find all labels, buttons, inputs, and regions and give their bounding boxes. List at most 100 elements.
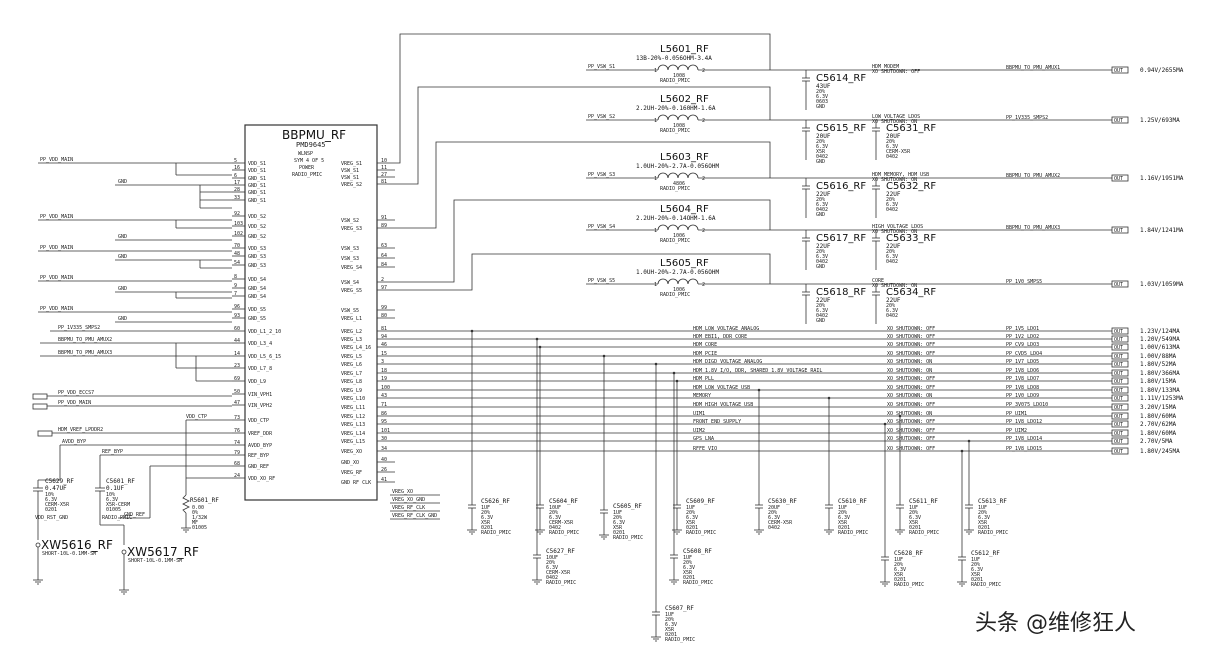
inductor-group: RADIO_PMIC <box>660 186 690 192</box>
net-vdd-main-s1: PP_VDD_MAIN <box>40 157 73 163</box>
net-avdd-byp: AVDD_BYP <box>62 439 86 445</box>
bottom-cap-line: 20% <box>768 510 777 516</box>
smps-section: L5601_RF13B-20%-0.056OHM-3.4A1008RADIO_P… <box>395 33 1184 324</box>
net-gnd-s1: GND <box>118 179 127 185</box>
out-cap-desc: CERM-X5R <box>886 149 911 155</box>
right-pin-name: VREG_L3 <box>341 337 362 343</box>
smps-out-flag: OUT <box>1114 228 1123 234</box>
bottom-cap-line: CERM-X5R <box>549 520 574 526</box>
bottom-cap-line: 1UF <box>613 510 622 516</box>
out-cap-desc: 6.3V <box>886 202 898 208</box>
out-cap-ref: C5634_RF <box>886 287 936 298</box>
ldo-out-flag: OUT <box>1114 422 1123 428</box>
left-pin-num: 33 <box>234 195 240 201</box>
smps-rail-desc: CORE <box>872 278 884 284</box>
right-pin-name: VREG_XO <box>341 449 362 455</box>
smps-rail-value: 1.84V/1241MA <box>1140 227 1184 234</box>
inductor-ref: L5601_RF <box>660 44 709 55</box>
bottom-cap-line: 0201 <box>686 525 698 531</box>
ldo-rail-net: PP_1V5_LDO1 <box>1006 326 1039 332</box>
ldo-rail-desc: MEMORY <box>693 393 711 399</box>
bottom-cap-group: RADIO_PMIC <box>613 535 643 541</box>
inductor-pin2: 2 <box>702 282 705 288</box>
ldo-rail-desc: HDM EBI1, DDR CORE <box>693 334 747 340</box>
bottom-cap-line: 6.3V <box>665 622 677 628</box>
ldo-rail-net: PP_1V8_LDO8 <box>1006 385 1039 391</box>
right-pin-num: 80 <box>381 313 387 319</box>
inductor-pin2: 2 <box>702 176 705 182</box>
right-pin-num: 34 <box>381 446 387 452</box>
left-pin-num: 9 <box>234 283 237 289</box>
ldo-out-flag: OUT <box>1114 354 1123 360</box>
right-pin-name: VREG_L1 <box>341 316 362 322</box>
bottom-cap-line: 0201 <box>481 525 493 531</box>
left-pin-name: VDD_L3_4 <box>248 341 272 347</box>
ldo-rail-desc: FRONT END SUPPLY <box>693 419 741 425</box>
left-pin-name: VDD_S3 <box>248 246 266 252</box>
left-pin-num: 93 <box>234 313 240 319</box>
ldo-rail-desc: HDM LOW VOLTAGE USB <box>693 385 750 391</box>
ldo-rail-value: 1.23V/124MA <box>1140 328 1180 335</box>
left-pin-num: 16 <box>234 165 240 171</box>
left-pin-num: 8 <box>234 274 237 280</box>
bottom-cap-line: 6.3V <box>768 515 780 521</box>
bottom-cap-line: 20% <box>894 562 903 568</box>
bottom-cap-line: 6.3V <box>686 515 698 521</box>
ldo-rail-note: XO SHUTDOWN: OFF <box>887 334 935 340</box>
c5629-l4: 0201 <box>45 507 57 513</box>
ldo-rail-note: XO SHUTDOWN: ON <box>887 411 932 417</box>
out-cap-ref: C5618_RF <box>816 287 866 298</box>
smps-rail-desc: HDM MODEM <box>872 64 899 70</box>
inductor-pin1: 1 <box>654 68 657 74</box>
right-pin-num: 27 <box>381 172 387 178</box>
bottom-cap-group: RADIO_PMIC <box>549 530 579 536</box>
out-cap-desc: GND <box>816 264 825 270</box>
ldo-rail-value: 1.80V/52MA <box>1140 361 1177 368</box>
out-cap-val: 43UF <box>816 83 831 90</box>
bottom-cap-ref: C5604_RF <box>549 498 578 505</box>
inductor-ref: L5603_RF <box>660 152 709 163</box>
right-pin-name: VSW_S4 <box>341 280 359 286</box>
left-pin-name: GND_S2 <box>248 234 266 240</box>
right-pin-num: 11 <box>381 165 387 171</box>
bottom-cap-line: 1UF <box>686 505 695 511</box>
smps-out-flag: OUT <box>1114 176 1123 182</box>
left-pin-num: 96 <box>234 304 240 310</box>
r5601-l3: MF <box>192 520 198 526</box>
right-pin-num: 46 <box>381 342 387 348</box>
bottom-cap-line: 20% <box>978 510 987 516</box>
right-pin-name: VREG_L7 <box>341 371 362 377</box>
smps-rail-note: XO SHUTDOWN: OFF <box>872 69 920 75</box>
smps-rail-note: XO SHUTDOWN: ON <box>872 283 917 289</box>
left-pin-name: GND_S3 <box>248 254 266 260</box>
net-vdd-main-s5: PP_VDD_MAIN <box>40 306 73 312</box>
right-pin-num: 95 <box>381 419 387 425</box>
bottom-cap-line: 20% <box>665 617 674 623</box>
left-pin-name: VIN_VPH1 <box>248 392 272 398</box>
bottom-cap-ref: C5626_RF <box>481 498 510 505</box>
right-pin-name: GND_XO <box>341 460 359 466</box>
ldo-out-flag: OUT <box>1114 405 1123 411</box>
right-pin-name: VSW_S1 <box>341 168 359 174</box>
ldo-rail-note: XO SHUTDOWN: OFF <box>887 428 935 434</box>
right-pin-num: 100 <box>381 385 390 391</box>
bottom-cap-line: 0201 <box>665 632 677 638</box>
xw5617-ref: XW5617_RF <box>127 545 199 559</box>
net-vdd-ctp: VDD_CTP <box>186 414 207 420</box>
smps-rail-net: BBPMU_TO_PMU_AMUX3 <box>1006 225 1060 231</box>
c5629-l2: 6.3V <box>45 497 57 503</box>
right-pin-name: VREG_L4_16 <box>341 345 371 351</box>
right-pin-num: 2 <box>381 277 384 283</box>
bottom-cap-line: X5R <box>909 520 919 526</box>
c5601-group: RADIO_PMIC <box>102 515 132 521</box>
ldo-rail-desc: UIM2 <box>693 428 705 434</box>
c5601-ref: C5601_RF <box>106 478 135 485</box>
chip-group: RADIO_PMIC <box>292 172 322 178</box>
inductor-net: PP_VSW_S4 <box>588 224 615 230</box>
out-cap-desc: 0402 <box>886 259 898 265</box>
bottom-cap-line: 20% <box>549 510 558 516</box>
left-pin-name: VDD_L5_6_15 <box>248 354 281 360</box>
right-pin-name: VREG_S3 <box>341 226 362 232</box>
bottom-cap-line: CERM-X5R <box>768 520 793 526</box>
